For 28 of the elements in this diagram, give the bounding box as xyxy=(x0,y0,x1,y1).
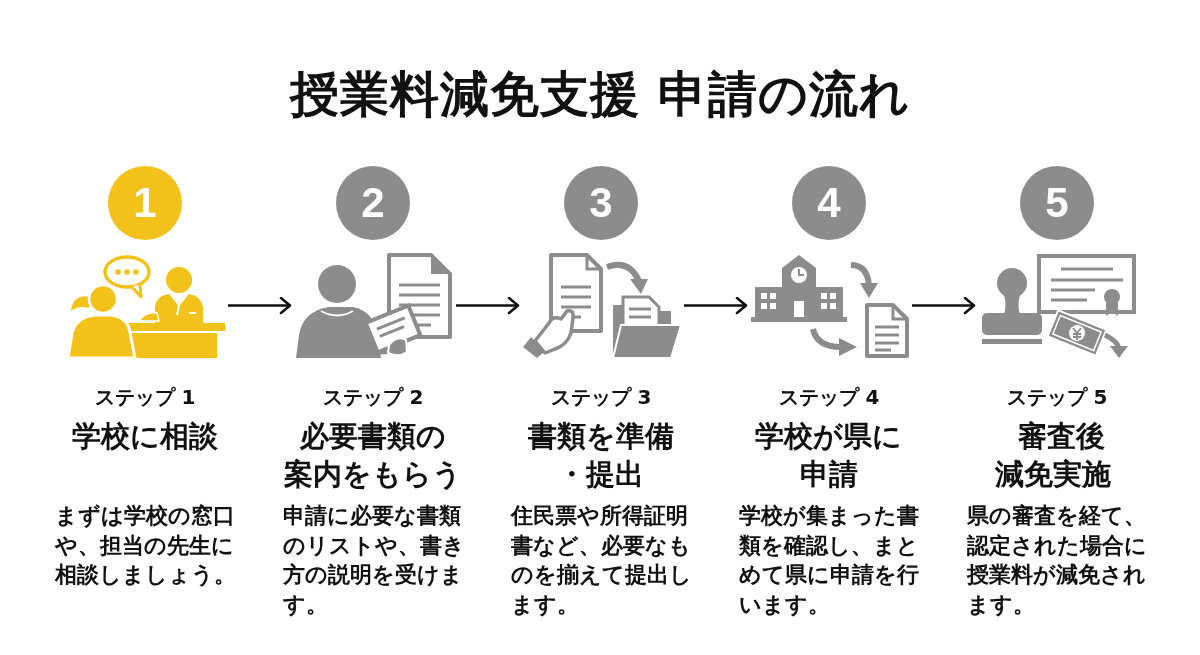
step-description: まずは学校の窓口や、担当の先生に相談しましょう。 xyxy=(55,502,237,589)
step-number-circle: 2 xyxy=(336,166,410,240)
step-number-circle: 3 xyxy=(564,166,638,240)
step-number-circle: 5 xyxy=(1020,166,1094,240)
step-label: ステップ 3 xyxy=(550,384,652,410)
step-title: 学校に相談 xyxy=(71,418,219,455)
arrow xyxy=(228,296,292,315)
step-label: ステップ 1 xyxy=(94,384,196,410)
step-title: 審査後減免実施 xyxy=(993,418,1112,493)
step-description: 申請に必要な書類のリストや、書き方の説明を受けます。 xyxy=(283,502,466,619)
step-title: 学校が県に申請 xyxy=(754,418,904,493)
step-description: 学校が集まった書類を確認し、まとめて県に申請を行います。 xyxy=(739,502,920,619)
step-description: 住民票や所得証明書など、必要なものを揃えて提出します。 xyxy=(511,502,693,619)
step-label: ステップ 2 xyxy=(322,384,424,410)
step-title: 書類を準備・提出 xyxy=(527,418,675,493)
step-label: ステップ 4 xyxy=(778,384,880,410)
arrow xyxy=(684,296,748,315)
arrow xyxy=(912,296,976,315)
step-description: 県の審査を経て、認定された場合に授業料が減免されます。 xyxy=(967,502,1148,619)
person-with-documents-icon xyxy=(293,253,453,358)
diagram-title: 授業料減免支援 申請の流れ xyxy=(289,65,911,125)
step-number-circle: 4 xyxy=(792,166,866,240)
document-to-folder-icon xyxy=(521,253,681,358)
school-document-icon xyxy=(749,253,909,358)
step-title: 必要書類の案内をもらう xyxy=(283,418,463,493)
step-number-circle: 1 xyxy=(108,166,182,240)
step-label: ステップ 5 xyxy=(1006,384,1108,410)
arrow xyxy=(456,296,520,315)
